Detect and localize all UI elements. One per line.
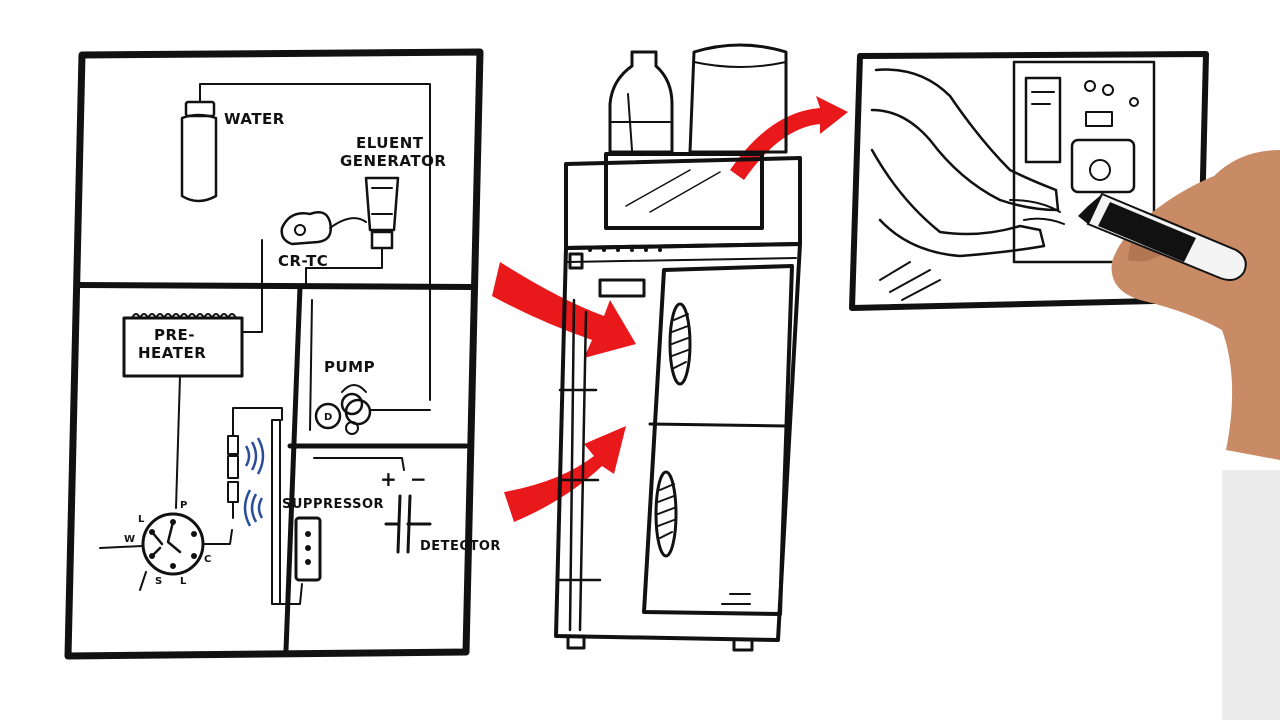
marker-pen-icon [1078, 192, 1247, 281]
ic-instrument [554, 43, 802, 652]
column-icon [227, 407, 303, 605]
preheater-label-line2: HEATER [138, 344, 206, 362]
indicator-dots [588, 248, 662, 252]
eluent-label-line1: ELUENT [356, 134, 424, 152]
pump-d-label: D [324, 412, 332, 423]
water-bottle-icon [180, 83, 431, 401]
valve-w-label: W [124, 534, 135, 545]
detector-plus: + [380, 467, 397, 491]
red-arrow-lower [504, 426, 626, 522]
pump-label: PUMP [324, 358, 375, 376]
preheater-label-line1: PRE- [154, 326, 195, 344]
detector-icon [384, 494, 432, 554]
schematic-divider-vertical [283, 284, 303, 653]
door-vent-upper [668, 302, 692, 386]
left-column [556, 298, 602, 632]
solvent-bottle-icon [688, 43, 788, 154]
instrument-top [564, 156, 802, 250]
pump-icon [309, 299, 431, 435]
water-bottle-icon [608, 50, 674, 154]
instrument-feet [566, 634, 754, 652]
crtc-label: CR-TC [278, 252, 328, 270]
instrument-body [554, 242, 802, 642]
person-arms [870, 68, 1065, 301]
schematic-frame [64, 48, 484, 660]
schematic-divider-top [75, 282, 475, 290]
right-edge-shadow [1222, 470, 1280, 720]
detector-minus: − [410, 467, 427, 491]
valve-l-bottom-label: L [180, 576, 187, 587]
instrument-door [642, 264, 794, 616]
valve-p-label: P [180, 500, 187, 511]
lab-scene-panel [849, 51, 1280, 460]
eluent-label-line2: GENERATOR [340, 152, 446, 170]
bottle-tray [604, 152, 764, 230]
valve-l-top-label: L [138, 514, 145, 525]
valve-c-label: C [204, 554, 211, 565]
suppressor-label: SUPPRESSOR [282, 497, 384, 512]
hand-icon [1111, 150, 1280, 460]
red-arrow-top [730, 96, 848, 180]
detector-label: DETECTOR [420, 539, 501, 554]
door-vent-lower [654, 470, 678, 558]
preheater-icon [122, 313, 244, 509]
wave-icon [243, 437, 265, 527]
valve-s-label: S [155, 576, 162, 587]
brand-mark [721, 593, 751, 605]
display-screen [598, 278, 646, 298]
crtc-icon [243, 211, 367, 333]
suppressor-icon [294, 457, 405, 582]
schematic-panel: WATER ELUENT GENERATOR CR-TC PRE- HEATER [64, 48, 501, 660]
water-label: WATER [224, 110, 285, 128]
eluent-generator-icon [305, 176, 400, 286]
injection-valve-icon [99, 512, 233, 591]
tray-reflection [625, 169, 721, 213]
power-button [568, 252, 584, 270]
instrument-closeup [1012, 60, 1156, 264]
